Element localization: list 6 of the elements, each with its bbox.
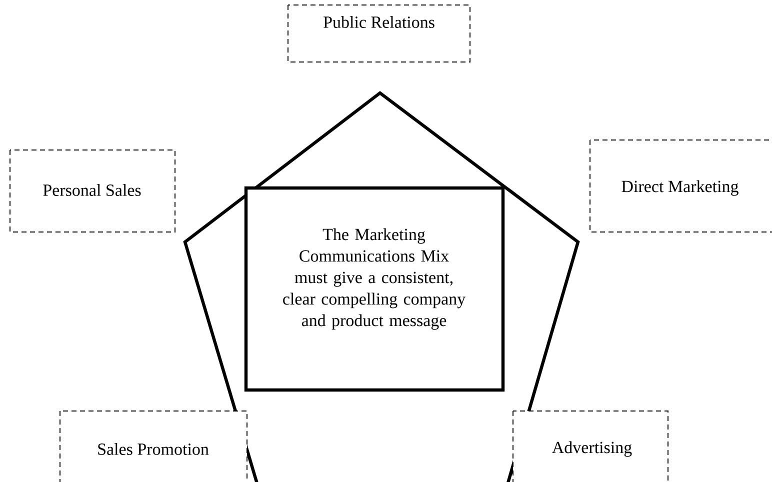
dashed-box: Direct Marketing [590,140,772,232]
message-box: The Marketing Communications Mix must give a consistent, clear compelling company and product message [244,186,505,392]
dashed-box: Public Relations [288,4,470,62]
dashed-box: Advertising [512,410,668,482]
dashed-box: Personal Sales [10,150,176,232]
dashed-box: Sales Promotion [60,410,248,482]
